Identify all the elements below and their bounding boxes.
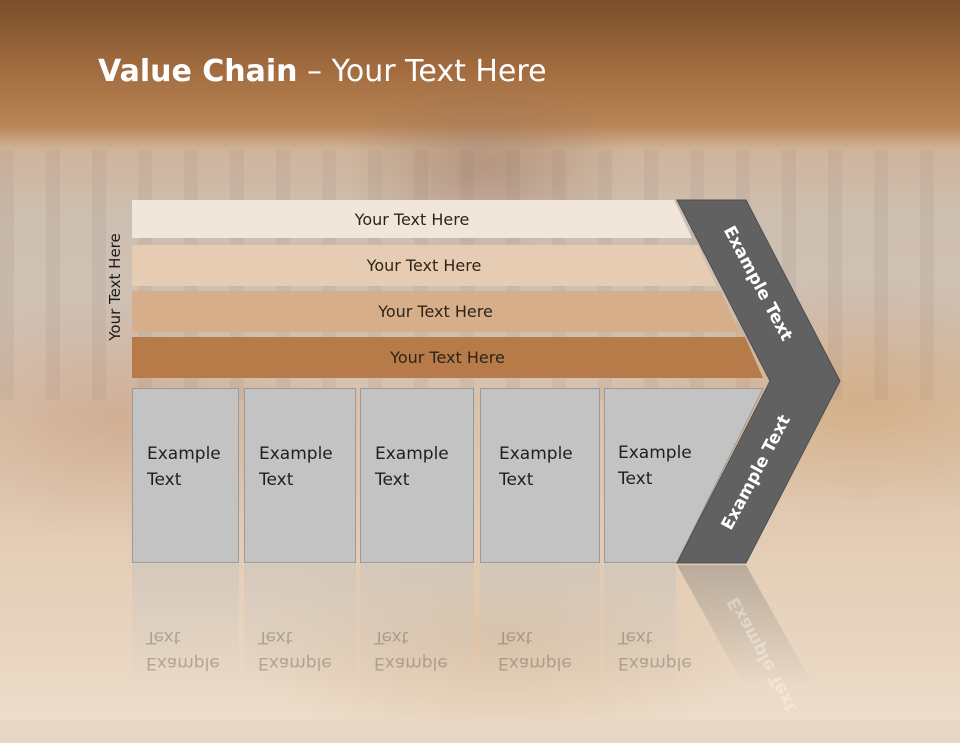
bar-3[interactable]: Your Text Here <box>132 291 739 332</box>
bar-3-label: Your Text Here <box>378 302 493 321</box>
chevron-arrow[interactable] <box>670 195 850 575</box>
title-bold: Value Chain <box>98 54 298 89</box>
slide-title[interactable]: Value Chain – Your Text Here <box>98 54 547 89</box>
chevron-shape <box>676 199 841 564</box>
side-vertical-label[interactable]: Your Text Here <box>106 233 124 341</box>
title-rest: – Your Text Here <box>297 54 547 89</box>
bar-2[interactable]: Your Text Here <box>132 245 716 286</box>
chevron-reflection <box>677 565 830 715</box>
bar-2-label: Your Text Here <box>366 256 482 275</box>
bar-1[interactable]: Your Text Here <box>132 200 692 238</box>
bar-4-label: Your Text Here <box>390 348 505 367</box>
bar-1-label: Your Text Here <box>354 209 470 229</box>
bar-4[interactable]: Your Text Here <box>132 337 763 378</box>
